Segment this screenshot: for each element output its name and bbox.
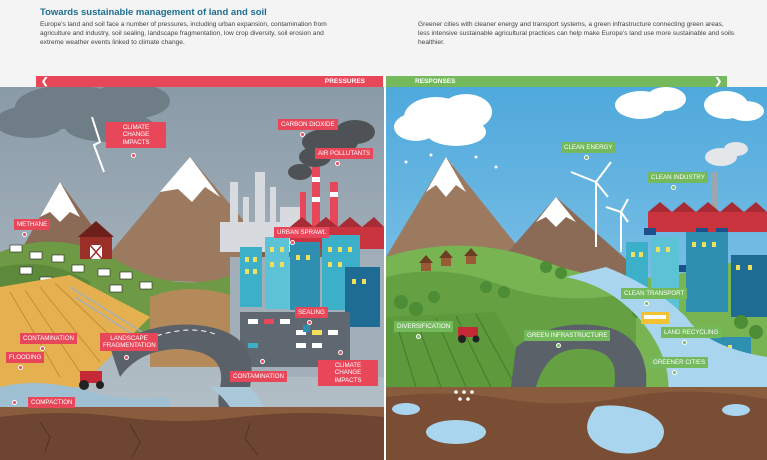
chevron-left-icon[interactable]: ❮ [41,76,49,86]
pin-clean-industry [671,185,676,190]
label-land-recycling[interactable]: LAND RECYCLING [661,327,722,338]
label-air-pollutants[interactable]: AIR POLLUTANTS [315,148,374,159]
label-clean-energy[interactable]: CLEAN ENERGY [561,142,616,153]
label-sealing[interactable]: SEALING [295,307,328,318]
pressures-label: PRESSURES [324,78,365,85]
label-methane[interactable]: METHANE [14,219,51,230]
responses-label: RESPONSES [415,78,456,85]
label-flooding[interactable]: FLOODING [6,352,45,363]
responses-scene: CLEAN ENERGY CLEAN INDUSTRY CLEAN TRANSP… [386,87,767,460]
scene-divider [384,76,386,460]
pin-flooding [18,365,23,370]
clean-factory [648,142,767,232]
cows [9,244,153,293]
responses-band: RESPONSES ❯ [385,76,727,87]
bus-icon [641,312,669,324]
label-urban-sprawl[interactable]: URBAN SPRAWL [274,227,330,238]
label-contamination-city[interactable]: CONTAMINATION [230,371,287,382]
chimneys [300,167,338,237]
pin-contamination-city [260,359,265,364]
chevron-right-icon[interactable]: ❯ [714,76,722,86]
pressures-scene: CLIMATE CHANGE IMPACTS CARBON DIOXIDE AI… [0,87,384,460]
responses-illustration [386,87,767,460]
pin-climate-change [131,153,136,158]
responses-description: Greener cities with cleaner energy and t… [418,21,735,46]
label-carbon-dioxide[interactable]: CARBON DIOXIDE [278,119,338,130]
wind-turbine-icons [570,161,629,252]
label-climate-change-impacts[interactable]: CLIMATE CHANGE IMPACTS [106,122,166,148]
pin-clean-energy [584,155,589,160]
pin-land-recycling [682,340,687,345]
village-houses [419,248,478,271]
windows [245,247,366,284]
pin-greener-cities [672,370,677,375]
tractor [79,371,104,390]
pin-carbon-dioxide [300,132,305,137]
pin-landscape-fragmentation [124,355,129,360]
label-landscape-fragmentation[interactable]: LANDSCAPE FRAGMENTATION [100,333,158,351]
label-compaction[interactable]: COMPACTION [28,397,76,408]
green-tractor [458,327,480,343]
pin-diversification [416,334,421,339]
p-parking-sign [303,325,310,332]
pin-contamination-field [40,346,45,351]
water-drops [454,390,474,401]
solar-panel-icons [644,228,728,272]
label-green-infrastructure[interactable]: GREEN INFRASTRUCTURE [524,330,611,341]
label-climate-change-city[interactable]: CLIMATE CHANGE IMPACTS [318,360,378,386]
pin-green-infrastructure [556,343,561,348]
soil-cracks [39,421,259,458]
groundwater-pools [392,403,750,454]
page-title: Towards sustainable management of land a… [40,7,267,18]
pin-methane [22,232,27,237]
pin-air-pollutants [335,161,340,166]
label-clean-transport[interactable]: CLEAN TRANSPORT [621,288,688,299]
barn [78,221,114,260]
pin-compaction [12,400,17,405]
pressures-description: Europe's land and soil face a number of … [40,21,327,46]
white-clouds [394,87,764,146]
label-contamination-field[interactable]: CONTAMINATION [20,333,77,344]
pin-sealing [307,320,312,325]
label-greener-cities[interactable]: GREENER CITIES [650,357,709,368]
pin-clean-transport [644,301,649,306]
parked-cars [248,319,338,348]
lightning-icon [91,116,105,173]
header: Towards sustainable management of land a… [0,0,767,74]
pin-climate-change-city [338,350,343,355]
label-clean-industry[interactable]: CLEAN INDUSTRY [648,172,708,183]
pressures-band: ❮ PRESSURES [36,76,383,87]
pin-urban-sprawl [290,240,295,245]
dark-clouds [0,87,170,142]
label-diversification[interactable]: DIVERSIFICATION [394,321,454,332]
